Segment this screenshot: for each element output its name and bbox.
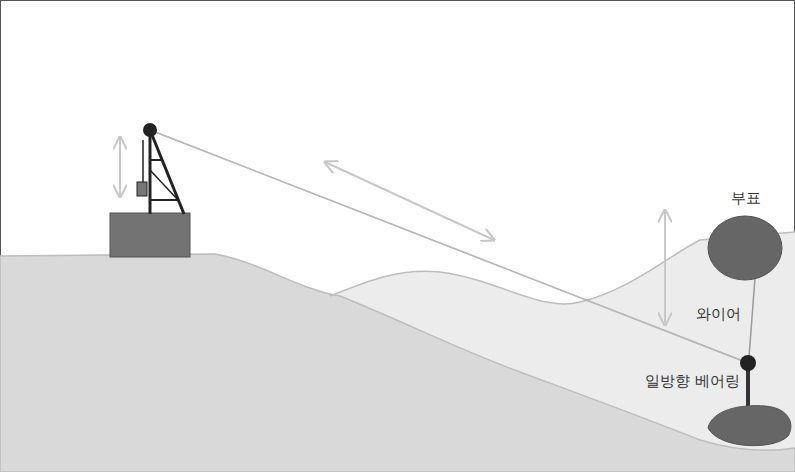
land-seabed xyxy=(0,254,795,472)
crane-brace xyxy=(150,159,162,161)
crane-strut xyxy=(150,130,184,214)
wire-label: 와이어 xyxy=(696,305,741,323)
buoy-motion-arrow xyxy=(664,210,666,325)
buoy xyxy=(708,216,782,280)
crane-line xyxy=(142,140,144,182)
crane-brace xyxy=(150,170,178,200)
crane-motion-arrow xyxy=(119,137,121,197)
cable xyxy=(150,130,748,363)
anchor-block xyxy=(708,406,791,446)
one-way-bearing xyxy=(740,355,756,371)
pulley xyxy=(143,123,157,137)
cable-highlight xyxy=(150,130,748,363)
wire xyxy=(749,278,755,357)
crane-base xyxy=(110,213,190,257)
crane-brace xyxy=(150,199,178,201)
bearing-label: 일방향 베어링 xyxy=(645,372,740,390)
winch-box xyxy=(137,182,147,196)
cable-motion-arrow xyxy=(325,162,494,240)
buoy-label: 부표 xyxy=(731,189,761,207)
